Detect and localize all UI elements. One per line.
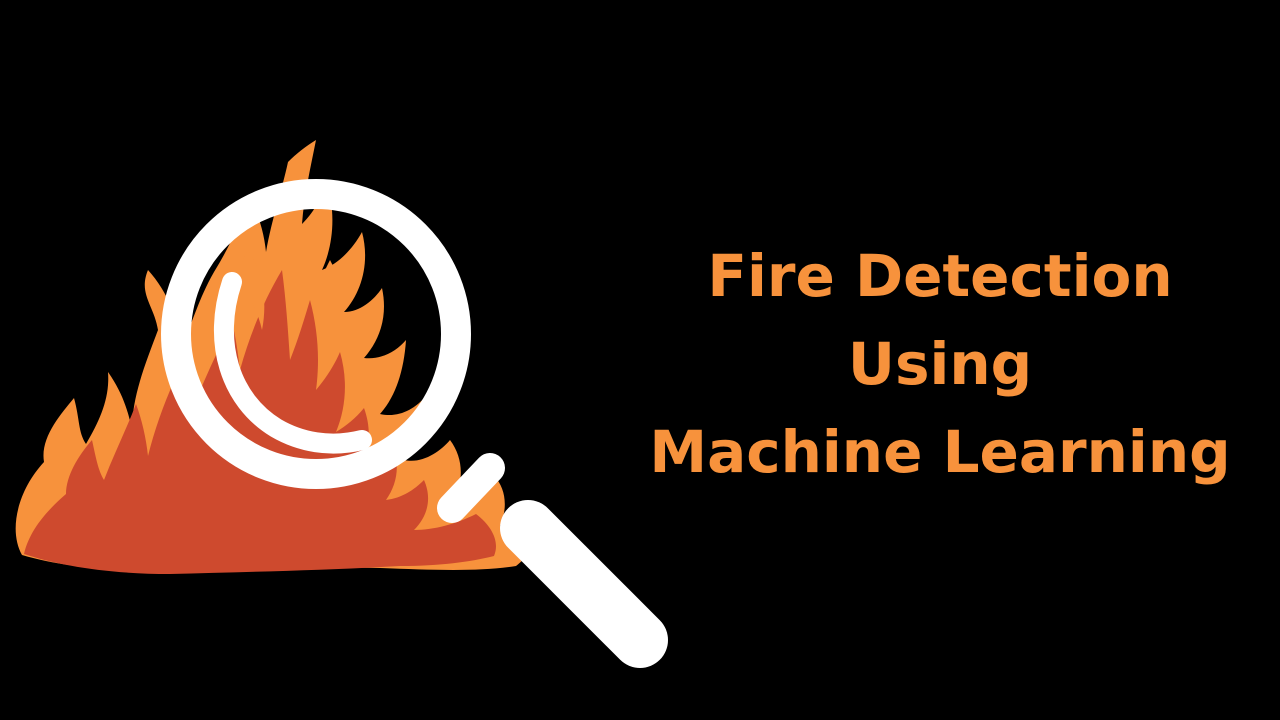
magnifier-collar: [437, 453, 505, 523]
magnifier-ring: [161, 179, 471, 489]
flame-lens-tongue: [238, 250, 265, 330]
title-line-3: Machine Learning: [649, 418, 1231, 486]
flame-lens-tongue-2: [314, 260, 344, 350]
title-line-2: Using: [847, 330, 1033, 398]
magnifier-glare: [213, 272, 372, 454]
magnifier-handle: [500, 500, 668, 668]
video-title: Fire Detection Using Machine Learning: [600, 232, 1280, 496]
title-line-1: Fire Detection: [707, 242, 1173, 310]
magnifying-glass-icon: [161, 179, 668, 668]
